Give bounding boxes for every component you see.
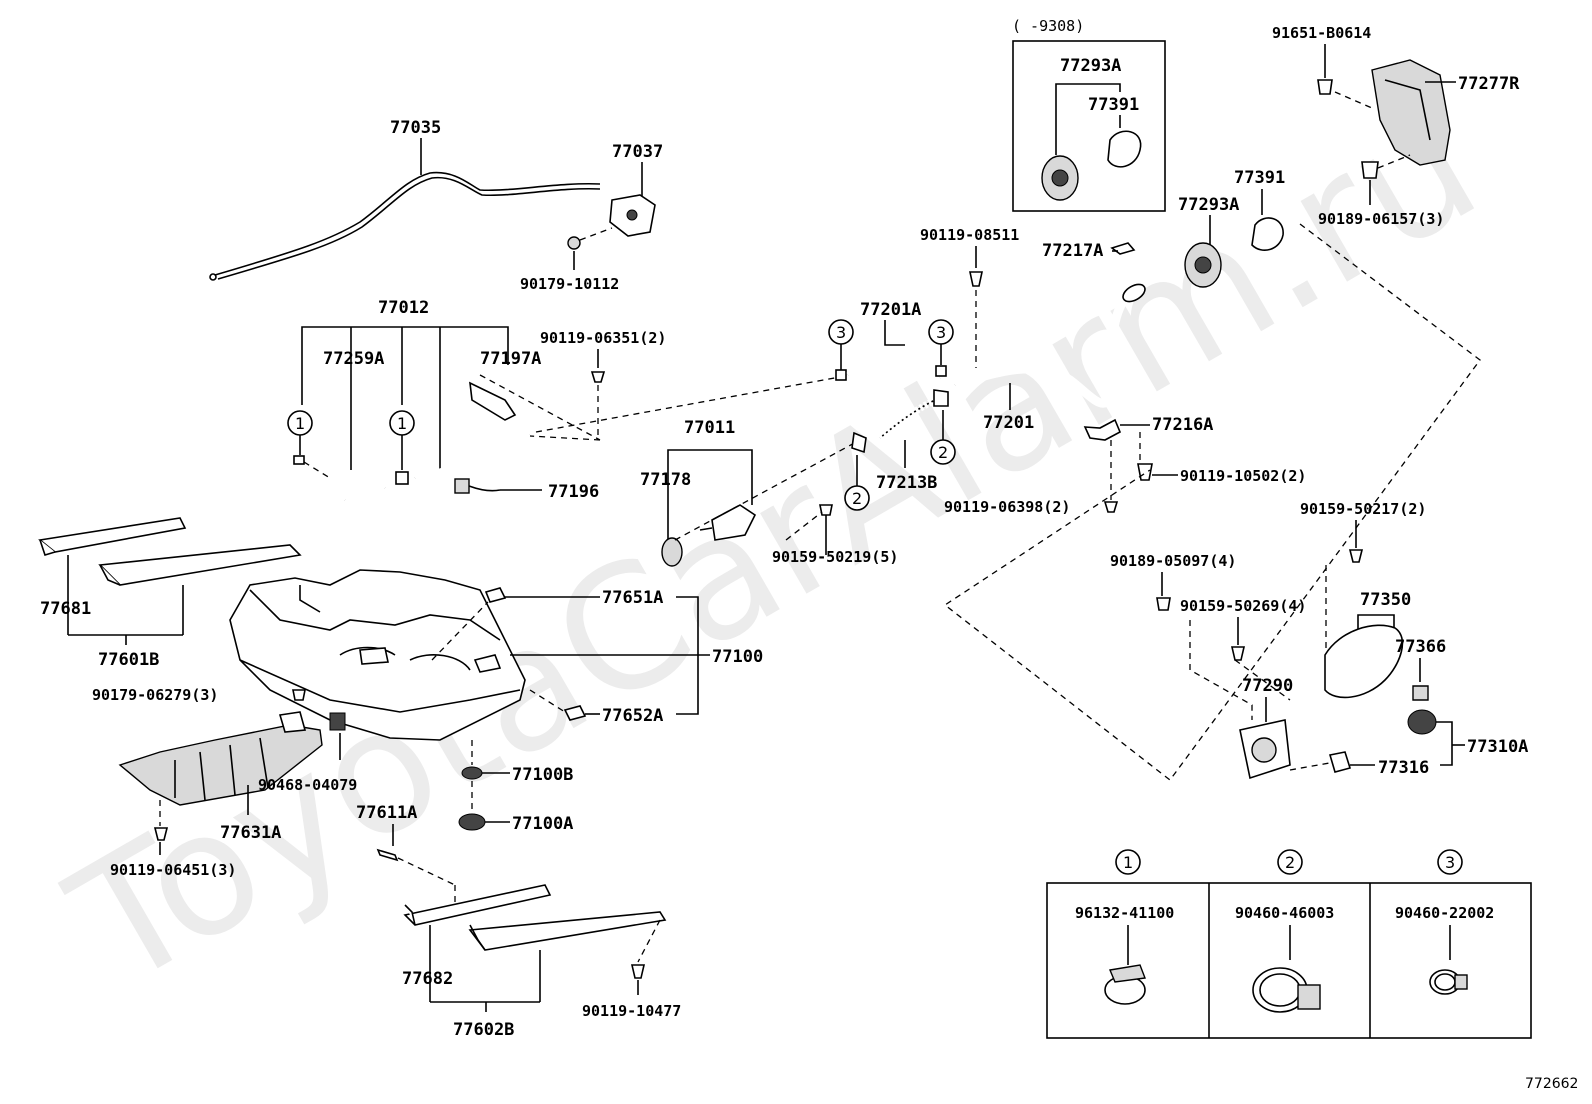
bolt-icon: [590, 371, 606, 383]
clip-icon: [329, 712, 346, 731]
nut-icon: [292, 689, 306, 701]
label-77037: 77037: [612, 142, 663, 162]
label-77293A: 77293A: [1178, 195, 1239, 215]
label-90189-06157: 90189-06157(3): [1318, 210, 1444, 228]
label-77682: 77682: [402, 969, 453, 989]
label-77681: 77681: [40, 599, 91, 619]
label-77035: 77035: [390, 118, 441, 138]
opener-icon: [1407, 709, 1437, 735]
cushion-77100B: [461, 766, 483, 780]
label-77601B: 77601B: [98, 650, 159, 670]
svg-text:3: 3: [936, 323, 946, 342]
bolt-icon: [969, 271, 983, 287]
label-77310A: 77310A: [1467, 737, 1528, 757]
label-77259A: 77259A: [323, 349, 384, 369]
label-90119-08511: 90119-08511: [920, 226, 1019, 244]
gasket-icon: [1107, 130, 1142, 168]
label-77100B: 77100B: [512, 765, 573, 785]
label-77196: 77196: [548, 482, 599, 502]
label-90119-06398: 90119-06398(2): [944, 498, 1070, 516]
label-77631A: 77631A: [220, 823, 281, 843]
bolt-icon: [630, 964, 646, 979]
label-77011: 77011: [684, 418, 735, 438]
label-90119-10477: 90119-10477: [582, 1002, 681, 1020]
label-77213B: 77213B: [876, 473, 937, 493]
label-77651A: 77651A: [602, 588, 663, 608]
svg-text:3: 3: [836, 323, 846, 342]
label-77293A-variant: 77293A: [1060, 56, 1121, 76]
bolt-icon: [1317, 79, 1333, 95]
screw-icon: [1230, 646, 1246, 661]
label-90179-10112: 90179-10112: [520, 275, 619, 293]
label-90159-50217: 90159-50217(2): [1300, 500, 1426, 518]
legend-part-3: 90460-22002: [1395, 904, 1494, 922]
label-77290: 77290: [1242, 676, 1293, 696]
fuel-door-77350: [1324, 624, 1404, 699]
nut-icon: [1328, 751, 1352, 773]
nut-icon: [1361, 161, 1379, 179]
svg-text:3: 3: [1445, 853, 1455, 872]
nut-icon: [1156, 597, 1171, 611]
clamp-legend: 1 2 3 96132-41100 90460-46003 90460-2200…: [1046, 849, 1532, 1039]
label-77216A: 77216A: [1152, 415, 1213, 435]
legend-part-2: 90460-46003: [1235, 904, 1334, 922]
variant-note: ( -9308): [1012, 17, 1084, 35]
watermark: ToyotaCarAlarm.ru: [41, 65, 1508, 1027]
label-77100: 77100: [712, 647, 763, 667]
label-77100A: 77100A: [512, 814, 573, 834]
diagram-code: 772662: [1525, 1076, 1578, 1092]
label-90189-05097: 90189-05097(4): [1110, 552, 1236, 570]
label-77611A: 77611A: [356, 803, 417, 823]
label-90119-06451: 90119-06451(3): [110, 861, 236, 879]
svg-text:2: 2: [938, 443, 948, 462]
screw-icon: [819, 504, 833, 516]
legend-part-1: 96132-41100: [1075, 904, 1174, 922]
gasket-icon: [661, 537, 683, 567]
legend-callout-3: [1437, 849, 1463, 875]
label-77391-variant: 77391: [1088, 95, 1139, 115]
clip-icon: [1412, 685, 1429, 701]
clip-icon: [567, 236, 581, 250]
label-77316: 77316: [1378, 758, 1429, 778]
label-90468-04079: 90468-04079: [258, 776, 357, 794]
label-77201: 77201: [983, 413, 1034, 433]
label-91651-B0614: 91651-B0614: [1272, 24, 1371, 42]
label-77366: 77366: [1395, 637, 1446, 657]
label-77197A: 77197A: [480, 349, 541, 369]
label-77012: 77012: [378, 298, 429, 318]
protector-77631A: [118, 724, 323, 806]
cushion-77100A: [458, 813, 486, 831]
label-90159-50269: 90159-50269(4): [1180, 597, 1306, 615]
label-90179-06279: 90179-06279(3): [92, 686, 218, 704]
svg-text:2: 2: [1285, 853, 1295, 872]
legend-callout-2: [1277, 849, 1303, 875]
screw-icon: [1348, 549, 1364, 563]
label-77178: 77178: [640, 470, 691, 490]
variant-box: [1012, 40, 1166, 212]
bolt-icon: [153, 827, 169, 841]
svg-text:2: 2: [852, 489, 862, 508]
svg-text:1: 1: [295, 414, 305, 433]
label-77652A: 77652A: [602, 706, 663, 726]
label-90159-50219: 90159-50219(5): [772, 548, 898, 566]
fuel-tank-77100: [229, 569, 526, 741]
label-90119-06351: 90119-06351(2): [540, 329, 666, 347]
label-77602B: 77602B: [453, 1020, 514, 1040]
label-90119-10502: 90119-10502(2): [1180, 467, 1306, 485]
gasket-icon: [1251, 217, 1284, 251]
legend-callout-1: [1115, 849, 1141, 875]
label-77217A: 77217A: [1042, 241, 1103, 261]
label-77350: 77350: [1360, 590, 1411, 610]
svg-text:1: 1: [397, 414, 407, 433]
label-77277R: 77277R: [1458, 74, 1520, 94]
label-77391: 77391: [1234, 168, 1285, 188]
cable-assembly: [209, 171, 656, 281]
svg-text:1: 1: [1123, 853, 1133, 872]
label-77201A: 77201A: [860, 300, 921, 320]
